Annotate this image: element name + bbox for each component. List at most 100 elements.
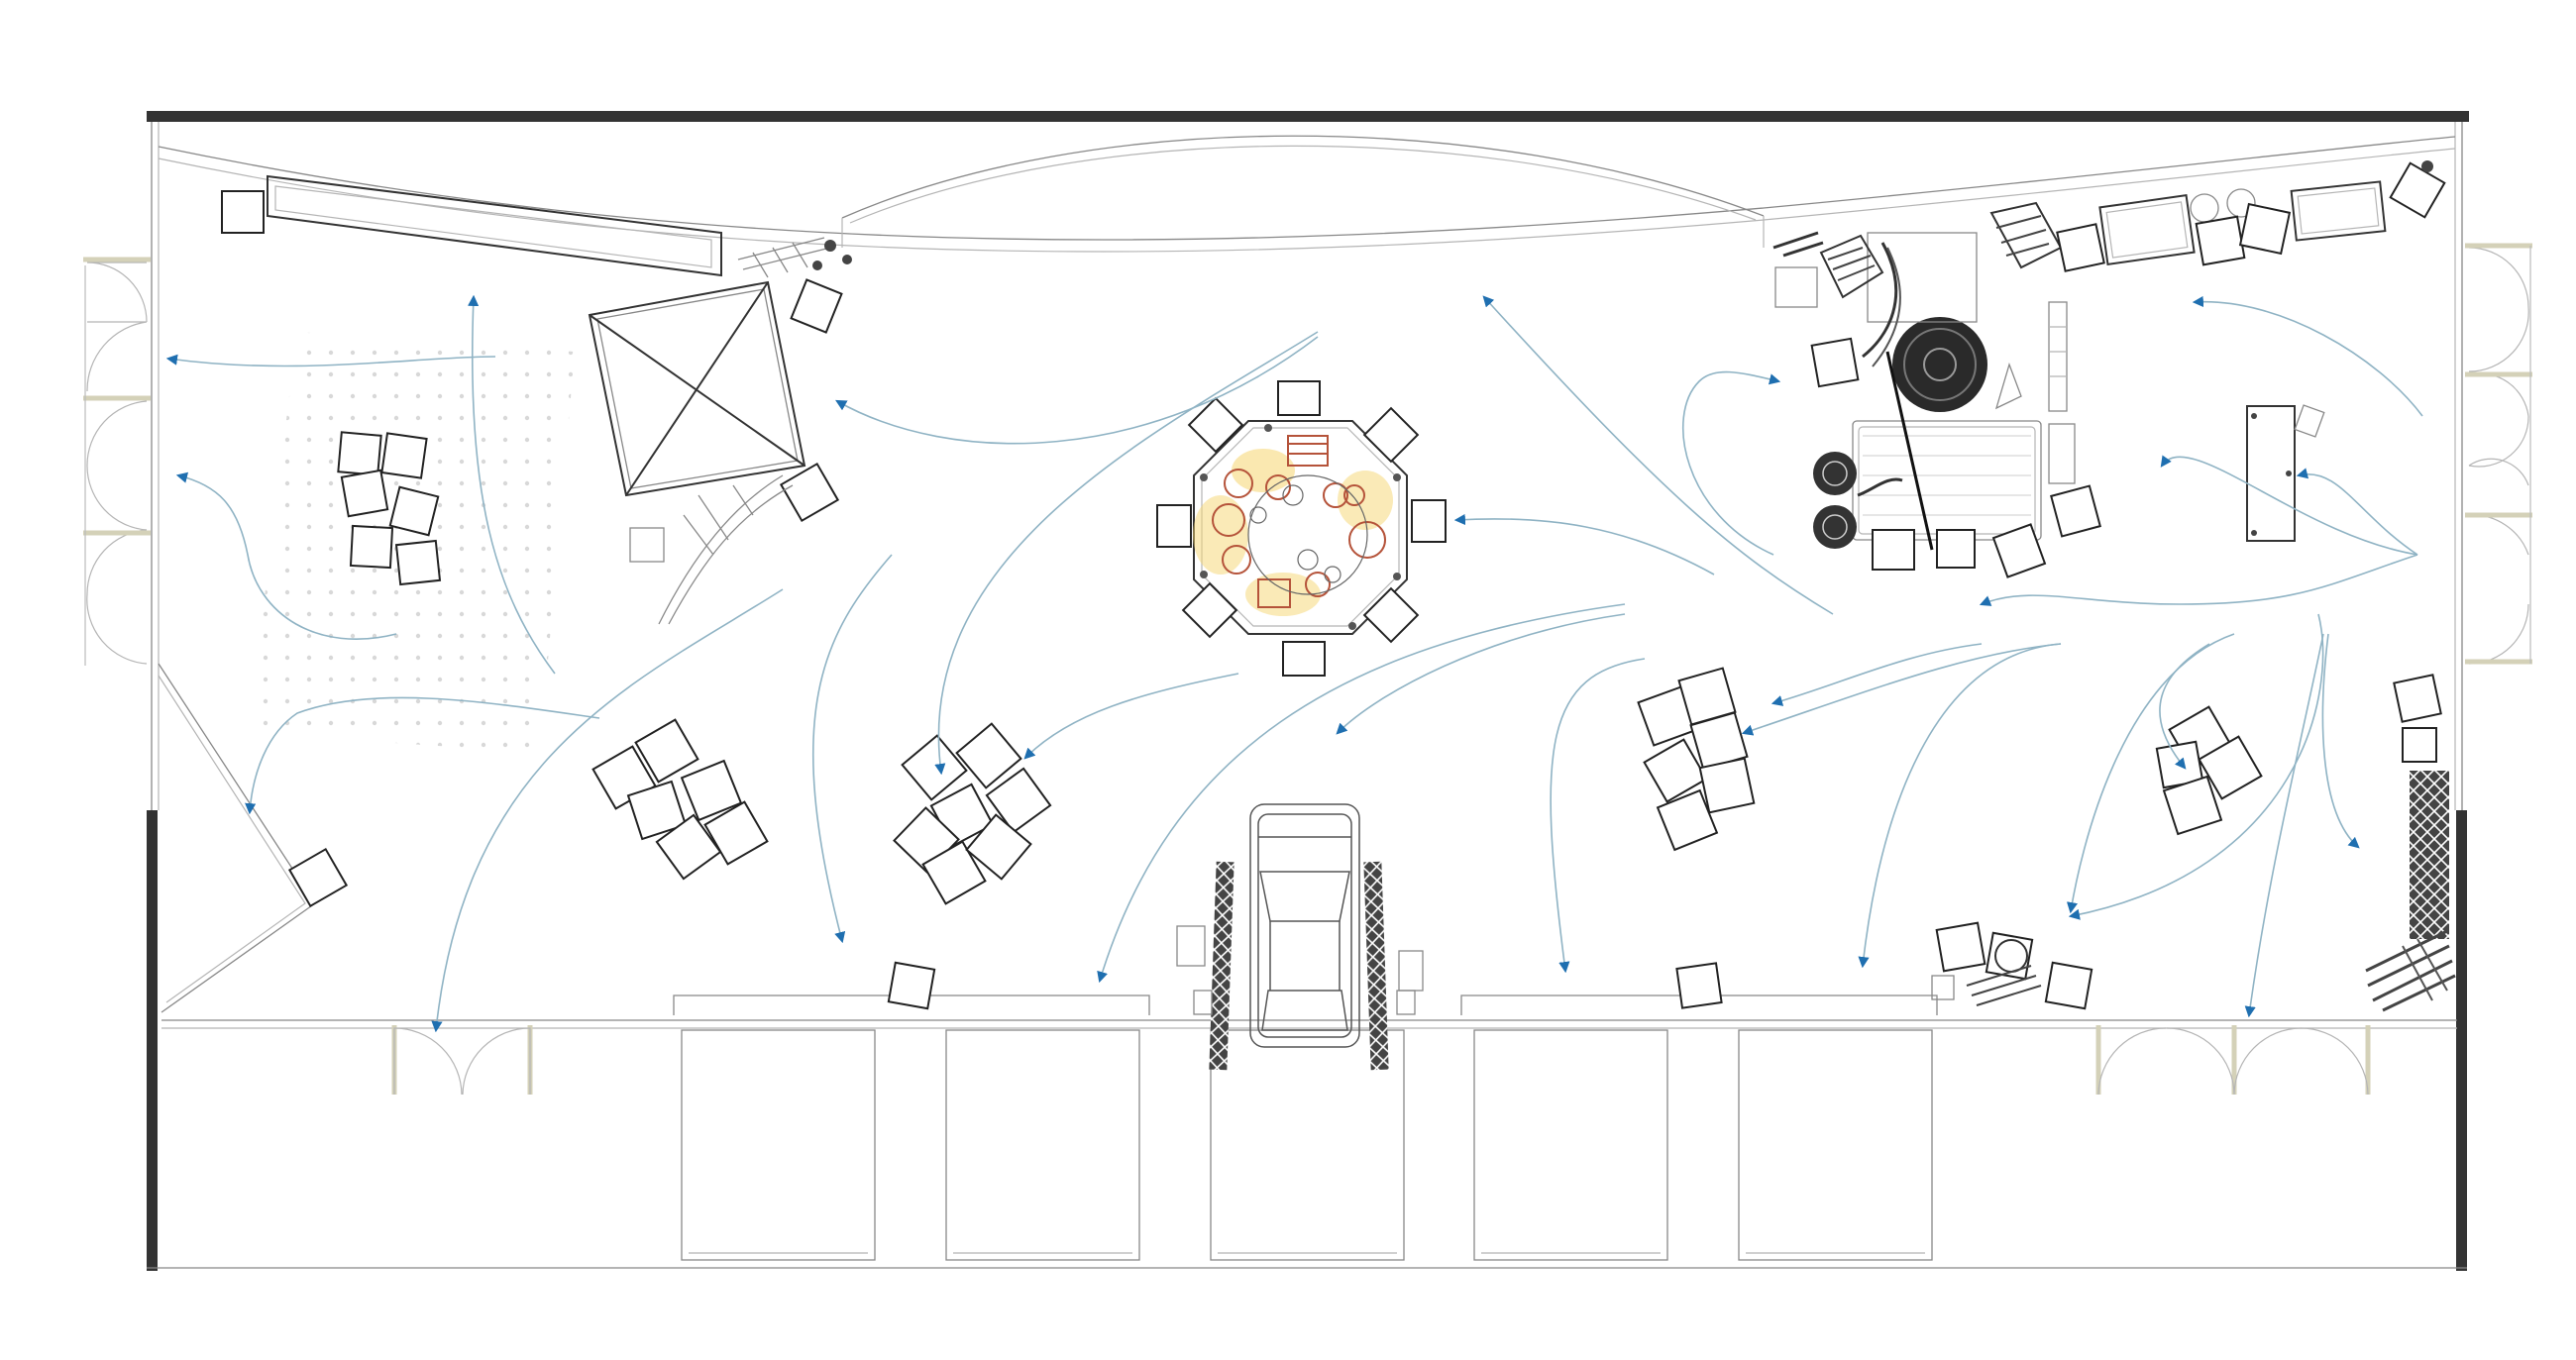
diagonal-wall-inner [158, 675, 306, 1003]
chair-icon [1411, 499, 1447, 543]
single-chairs [287, 674, 2442, 1010]
ceiling-curve-main [158, 136, 2456, 241]
circulation-arrow-icon [2321, 633, 2360, 849]
chair-icon [2402, 727, 2437, 763]
lower-bays [673, 994, 1938, 1261]
circulation-arrow-icon [1336, 613, 1626, 735]
building-shell [147, 111, 2469, 1271]
door-swing-icon [2468, 458, 2529, 665]
chair-icon [340, 469, 389, 518]
circulation-arrow-icon [934, 331, 1319, 776]
chair-icon [921, 840, 987, 905]
chair-icon [337, 431, 382, 476]
chair-icon [1698, 757, 1756, 814]
drum-kit-icon [1892, 317, 1987, 412]
circulation-arrow-icon [1550, 658, 1646, 974]
circulation-arrow-icon [2068, 613, 2324, 920]
circulation-arrow-icon [1858, 643, 2062, 969]
chair-icon [955, 722, 1022, 789]
chair-icon [2198, 735, 2263, 800]
pyramid-tent [588, 237, 852, 625]
chair-icon [2393, 674, 2442, 723]
center-arch [841, 135, 1765, 219]
chair-icon [779, 462, 840, 523]
circulation-arrow-icon [468, 294, 556, 675]
center-arch-inner [849, 145, 1757, 224]
side-table [221, 190, 265, 234]
chair-icon [2238, 202, 2292, 256]
door-swing-icon [83, 257, 151, 401]
circulation-arrow-icon [1741, 643, 2062, 736]
truss-icon [1363, 861, 1389, 1071]
right-stage [1810, 232, 2101, 578]
bay-room [945, 1029, 1140, 1261]
circulation-arrow-icon [811, 554, 893, 944]
chair-icon [2389, 161, 2446, 219]
right-bottom-equipment [1931, 771, 2456, 1012]
circulation-flows [165, 294, 2423, 1033]
chair-icon [2044, 961, 2093, 1010]
chair-icon [626, 780, 688, 841]
chair-icon [287, 847, 349, 908]
circulation-arrow-icon [1771, 643, 1983, 706]
chair-icon [2195, 215, 2246, 266]
truss-icon [1772, 231, 1824, 258]
bay-room [1738, 1029, 1933, 1261]
top-wall [147, 111, 2469, 122]
door-swing-icon [2095, 1025, 2371, 1096]
chair-icon [634, 718, 699, 784]
chair-icon [1187, 396, 1244, 454]
circulation-arrow-icon [245, 696, 600, 815]
truss-icon [658, 474, 794, 625]
circulation-arrow-icon [1023, 673, 1239, 760]
chair-icon [349, 524, 394, 570]
circulation-arrow-icon [2244, 633, 2324, 1018]
circulation-arrow-icon [1453, 513, 1715, 575]
wall-banner [267, 174, 722, 277]
chair-icon [380, 432, 428, 479]
ceiling-arches [158, 135, 2456, 253]
light-stand [812, 240, 852, 270]
chair-icon [680, 759, 743, 822]
circulation-arrow-icon [1979, 554, 2418, 606]
chair-icon [1936, 529, 1976, 569]
chair-icon [1362, 406, 1420, 464]
chair-icon [965, 813, 1032, 881]
vehicle-display [1176, 803, 1424, 1071]
door-swing-icon [83, 265, 151, 666]
circulation-arrow-icon [2066, 633, 2235, 914]
chair-icon [2162, 775, 2223, 836]
door-swing-icon [391, 1025, 533, 1096]
circulation-arrow-icon [431, 588, 784, 1033]
chair-icon [1872, 529, 1915, 571]
drum-stage [1156, 380, 1447, 677]
chair-icon [901, 734, 968, 801]
circulation-arrow-icon [2192, 295, 2423, 417]
right-doors [2465, 243, 2532, 665]
chair-icon [1656, 788, 1719, 852]
circulation-arrow-icon [1482, 295, 1834, 615]
chair-icon [1282, 641, 1326, 677]
bay-room [681, 1029, 876, 1261]
drum-kit-icon [1212, 435, 1386, 608]
chair-icon [1810, 337, 1860, 388]
chair-icon [1277, 380, 1321, 416]
bottom-doors [391, 1025, 2371, 1096]
chair-icon [1935, 921, 1986, 973]
bay-room [1473, 1029, 1668, 1261]
circulation-arrow-icon [1097, 603, 1626, 984]
left-doors [83, 257, 151, 666]
circulation-arrow-icon [165, 354, 496, 367]
ceiling-curve-inner [158, 148, 2456, 253]
chair-icon [388, 485, 440, 537]
truss-icon [1209, 861, 1234, 1071]
vehicle-icon [1249, 803, 1360, 1048]
fan-icon [1813, 505, 1857, 549]
wall-banner-inner [274, 185, 712, 268]
chair-icon [394, 539, 442, 586]
fan-icon [1813, 452, 1857, 495]
chair-icon [1991, 523, 2047, 578]
seating-cluster-midleft [591, 718, 769, 881]
right-wall-lower [2456, 810, 2467, 1271]
